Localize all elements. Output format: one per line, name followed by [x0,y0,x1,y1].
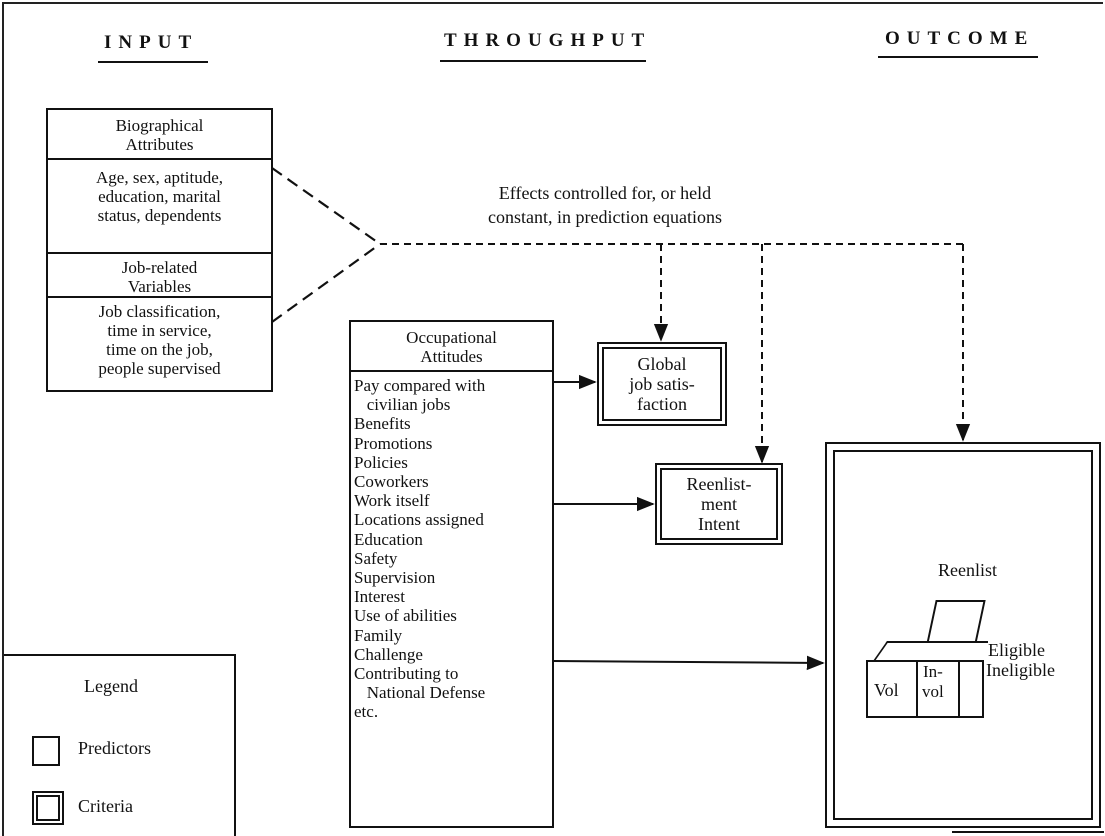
corner-rule [952,831,1104,833]
header-outcome-underline [878,56,1038,58]
vol-label: Vol [874,680,899,700]
controlled-effects-note: Effects controlled for, or held constant… [488,183,722,227]
legend-box: Legend Predictors Criteria [4,654,236,836]
reenlist-label: Reenlist [938,560,997,580]
attitude-item: Locations assigned [354,510,484,530]
occupational-attitudes-box: Occupational Attitudes Pay compared with… [349,320,554,828]
reenlistment-intent-box: Reenlist- ment Intent [655,463,783,545]
reenlistment-intent-label: Reenlist- ment Intent [660,468,778,540]
header-outcome: OUTCOME [885,28,1035,49]
job-related-body: Job classification, time in service, tim… [98,302,221,378]
attitude-item: Use of abilities [354,606,457,626]
header-input-underline [98,61,208,63]
attitude-item: Policies [354,452,408,472]
attitude-item: Challenge [354,644,423,664]
attitude-item: Coworkers [354,472,429,492]
attitude-item: Family [354,625,403,645]
invol-label: In- vol [922,662,944,701]
legend-criteria-label: Criteria [78,796,133,816]
cube-side [958,660,984,718]
attitude-item: Interest [354,587,405,607]
job-related-box: Job-related Variables Job classification… [46,252,273,392]
attitude-item: Safety [354,548,398,568]
eligible-label: Eligible [988,640,1045,661]
attitude-item: Education [354,529,423,549]
outcome-inner [833,450,1093,820]
header-throughput: THROUGHPUT [444,30,652,51]
header-input: INPUT [104,32,199,53]
job-related-title: Job-related Variables [48,254,271,298]
attitude-item: Benefits [354,414,411,434]
occupational-attitudes-title: Occupational Attitudes [351,322,552,372]
attitudes-to-outcome-arrow [552,655,825,671]
bio-to-control-dashed [271,167,381,245]
attitude-item: Work itself [354,491,430,511]
header-throughput-underline [440,60,646,62]
biographical-title: Biographical Attributes [48,110,271,160]
predictor-swatch-icon [32,736,60,766]
reenlist-cube-top [926,600,986,644]
attitude-item: National Defense [354,683,486,703]
attitude-item: civilian jobs [354,395,451,415]
biographical-body: Age, sex, aptitude, education, marital s… [96,168,223,225]
biographical-box: Biographical Attributes Age, sex, aptitu… [46,108,273,269]
ineligible-label: Ineligible [986,660,1055,681]
attitude-item: Promotions [354,433,433,453]
attitude-item: Contributing to [354,664,459,684]
attitude-item: etc. [354,702,379,722]
attitude-item: Supervision [354,568,436,588]
global-job-satisfaction-label: Global job satis- faction [602,347,722,421]
attitude-item: Pay compared with [354,376,486,395]
criteria-swatch-icon [32,791,64,825]
global-job-satisfaction-box: Global job satis- faction [597,342,727,426]
job-to-control-dashed [271,243,381,323]
legend-predictors-label: Predictors [78,738,151,758]
legend-title: Legend [84,676,138,696]
